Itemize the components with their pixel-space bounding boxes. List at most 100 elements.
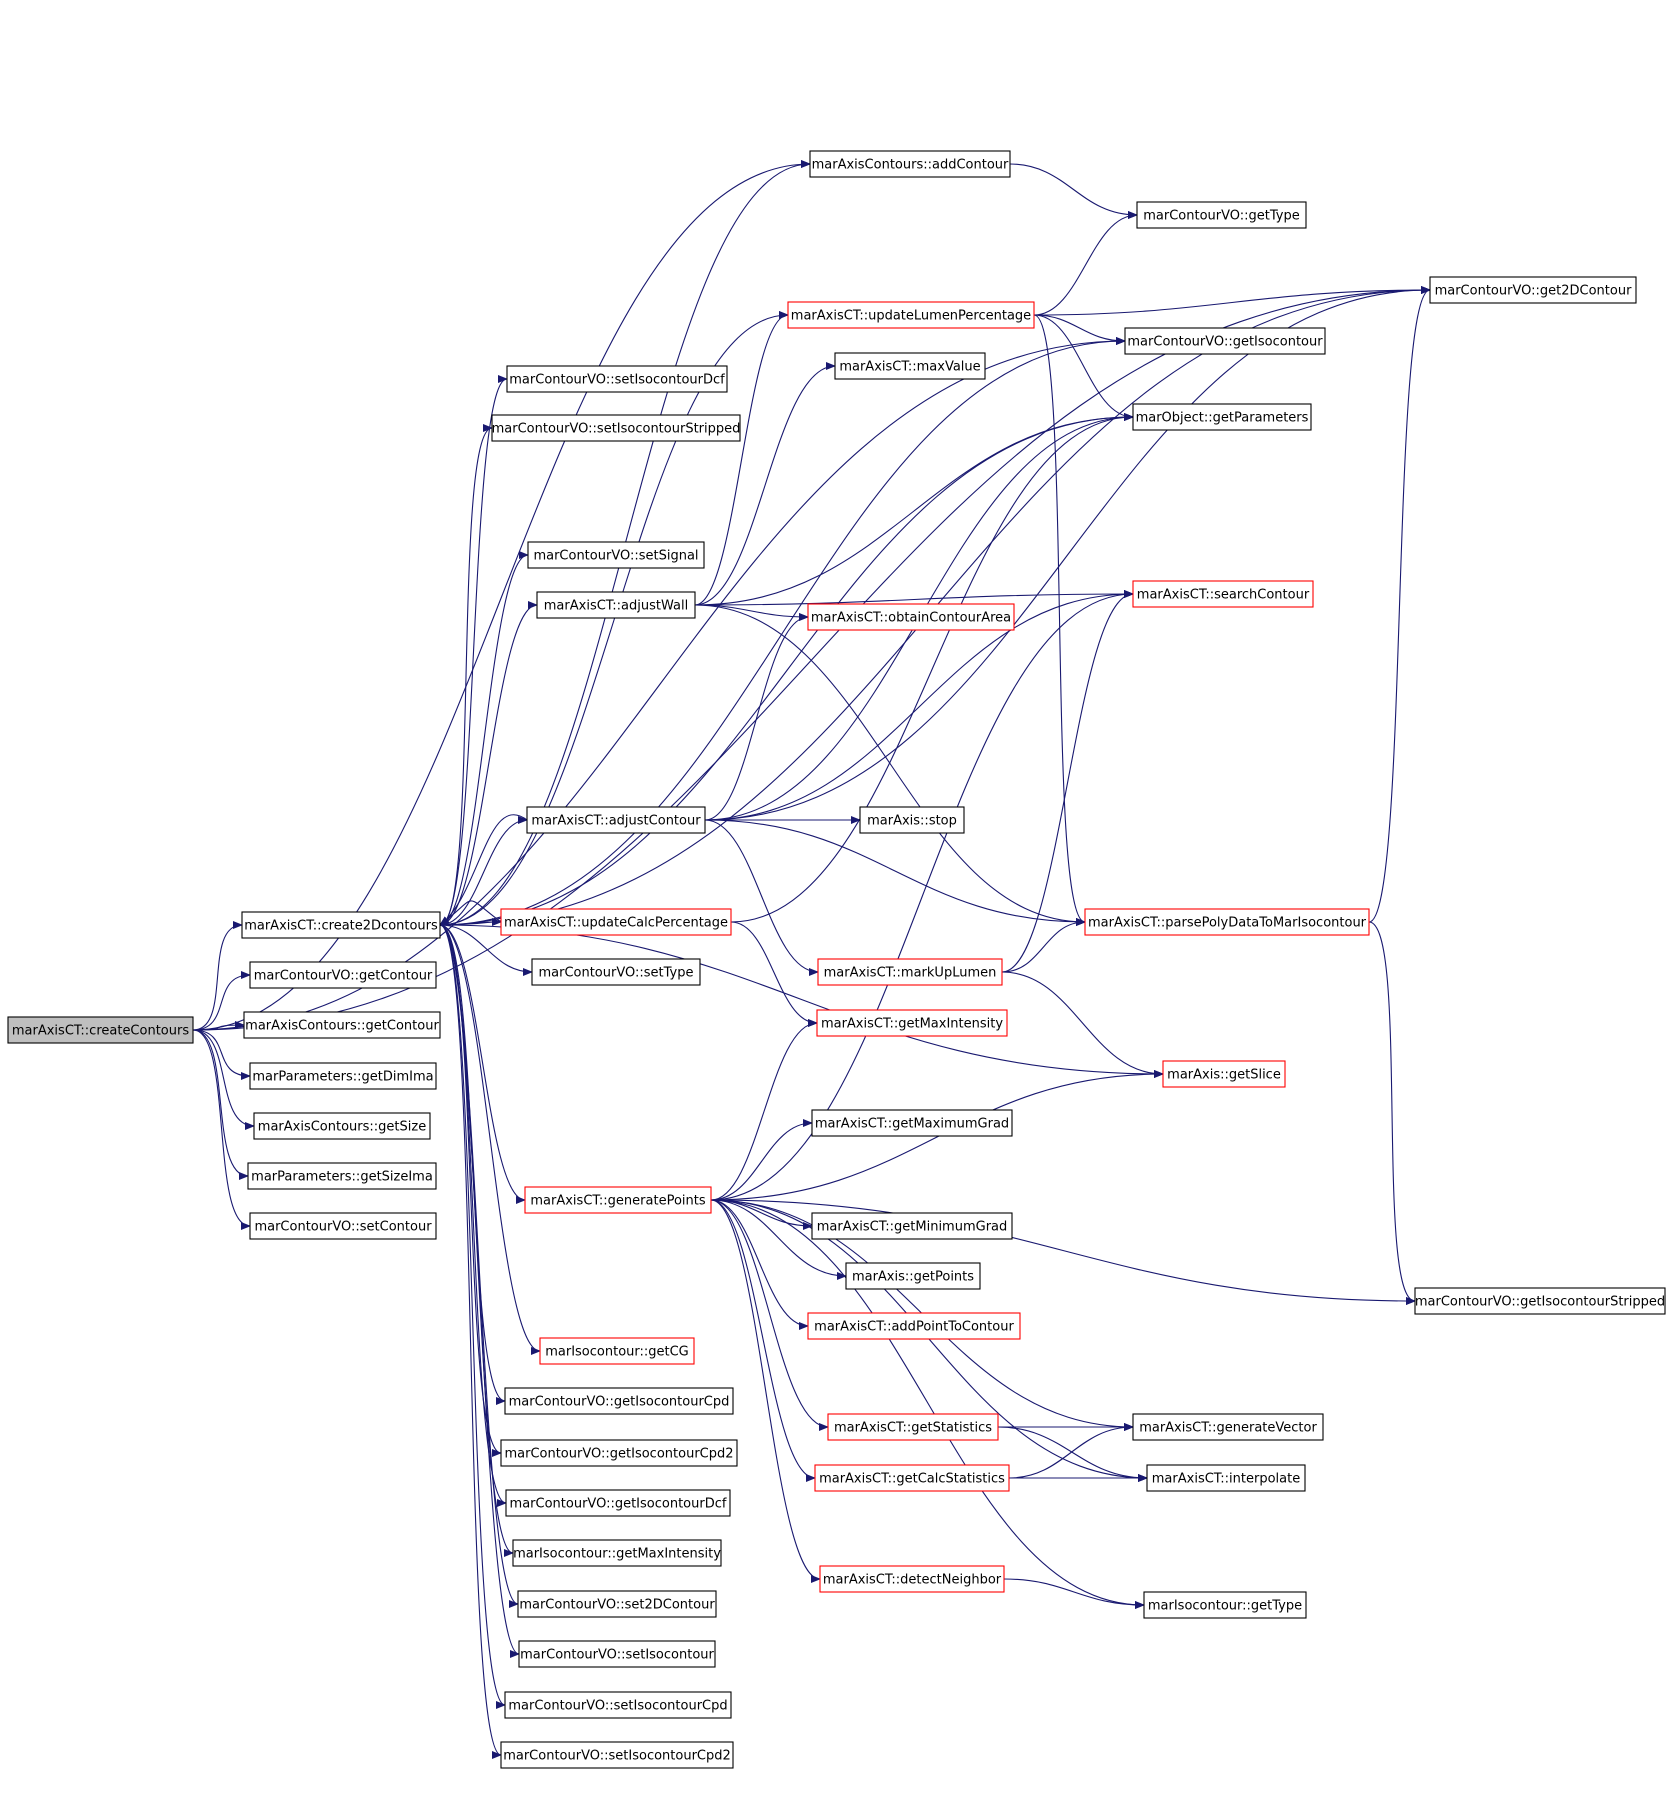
node-box-parsePolyData[interactable] <box>1084 908 1370 936</box>
node-createContours[interactable]: marAxisCT::createContours <box>7 1016 194 1044</box>
node-getStatistics[interactable]: marAxisCT::getStatistics <box>827 1413 999 1441</box>
node-box-stop[interactable] <box>859 806 965 834</box>
node-generateVector[interactable]: marAxisCT::generateVector <box>1132 1413 1324 1441</box>
node-getIsocontourCpd2[interactable]: marContourVO::getIsocontourCpd2 <box>500 1439 738 1467</box>
node-getSlice[interactable]: marAxis::getSlice <box>1162 1060 1286 1088</box>
node-maxValue[interactable]: marAxisCT::maxValue <box>834 352 986 380</box>
node-box-addContour[interactable] <box>809 150 1011 178</box>
node-box-getIsocontourCpd2[interactable] <box>500 1439 738 1467</box>
node-setIsocontourCpd2[interactable]: marContourVO::setIsocontourCpd2 <box>500 1741 734 1769</box>
node-setIsocontourStripped[interactable]: marContourVO::setIsocontourStripped <box>491 414 741 442</box>
node-box-getCalcStatistics[interactable] <box>814 1464 1010 1492</box>
node-parsePolyData[interactable]: marAxisCT::parsePolyDataToMarIsocontour <box>1084 908 1370 936</box>
node-searchContour[interactable]: marAxisCT::searchContour <box>1132 580 1314 608</box>
node-box-getParameters[interactable] <box>1132 403 1312 431</box>
node-adjustWall[interactable]: marAxisCT::adjustWall <box>536 591 696 619</box>
node-iso_getType[interactable]: marIsocontour::getType <box>1143 1591 1307 1619</box>
node-getIsocontourCpd[interactable]: marContourVO::getIsocontourCpd <box>504 1387 734 1415</box>
node-getDimIma[interactable]: marParameters::getDimIma <box>249 1062 437 1090</box>
node-box-updateCalcPercentage[interactable] <box>500 908 732 936</box>
node-box-getStatistics[interactable] <box>827 1413 999 1441</box>
node-getCalcStatistics[interactable]: marAxisCT::getCalcStatistics <box>814 1464 1010 1492</box>
node-box-setContour[interactable] <box>249 1212 437 1240</box>
node-box-setIsocontourStripped[interactable] <box>491 414 741 442</box>
node-updateLumenPercentage[interactable]: marAxisCT::updateLumenPercentage <box>787 301 1035 329</box>
node-box-generateVector[interactable] <box>1132 1413 1324 1441</box>
node-box-searchContour[interactable] <box>1132 580 1314 608</box>
node-box-adjustContour[interactable] <box>526 806 706 834</box>
node-getMaxIntensityCT[interactable]: marAxisCT::getMaxIntensity <box>816 1009 1008 1037</box>
node-box-adjustWall[interactable] <box>536 591 696 619</box>
node-create2Dcontours[interactable]: marAxisCT::create2Dcontours <box>241 911 441 939</box>
node-box-getMaxIntensityCT[interactable] <box>816 1009 1008 1037</box>
node-get2DContour[interactable]: marContourVO::get2DContour <box>1429 276 1637 304</box>
node-box-markUpLumen[interactable] <box>817 958 1003 986</box>
node-box-getIsocontourStripped[interactable] <box>1414 1287 1666 1315</box>
node-box-vo_getContour[interactable] <box>249 961 437 989</box>
node-box-obtainContourArea[interactable] <box>807 603 1015 631</box>
node-getIsocontour[interactable]: marContourVO::getIsocontour <box>1124 327 1326 355</box>
node-box-detectNeighbor[interactable] <box>819 1565 1005 1593</box>
node-box-getMinimumGrad[interactable] <box>811 1212 1013 1240</box>
node-box-getType[interactable] <box>1136 201 1307 229</box>
node-box-get2DContour[interactable] <box>1429 276 1637 304</box>
node-box-createContours[interactable] <box>7 1016 194 1044</box>
node-getSizeIma[interactable]: marParameters::getSizeIma <box>247 1162 437 1190</box>
node-box-addPointToContour[interactable] <box>807 1312 1021 1340</box>
node-set2DContour[interactable]: marContourVO::set2DContour <box>517 1590 717 1618</box>
node-iso_getMaxIntensity[interactable]: marIsocontour::getMaxIntensity <box>512 1539 722 1567</box>
node-box-updateLumenPercentage[interactable] <box>787 301 1035 329</box>
node-vo_getContour[interactable]: marContourVO::getContour <box>249 961 437 989</box>
node-obtainContourArea[interactable]: marAxisCT::obtainContourArea <box>807 603 1015 631</box>
node-box-setSignal[interactable] <box>527 541 705 569</box>
node-box-getCG[interactable] <box>539 1337 695 1365</box>
node-box-ac_getSize[interactable] <box>253 1112 431 1140</box>
node-ac_getContour[interactable]: marAxisContours::getContour <box>243 1011 441 1039</box>
node-box-getIsocontourDcf[interactable] <box>505 1489 731 1517</box>
node-getPoints[interactable]: marAxis::getPoints <box>845 1262 981 1290</box>
node-getType[interactable]: marContourVO::getType <box>1136 201 1307 229</box>
node-markUpLumen[interactable]: marAxisCT::markUpLumen <box>817 958 1003 986</box>
node-box-generatePoints[interactable] <box>524 1186 712 1214</box>
node-box-setIsocontourCpd2[interactable] <box>500 1741 734 1769</box>
node-setContour[interactable]: marContourVO::setContour <box>249 1212 437 1240</box>
node-box-getIsocontourCpd[interactable] <box>504 1387 734 1415</box>
node-box-maxValue[interactable] <box>834 352 986 380</box>
node-box-iso_getType[interactable] <box>1143 1591 1307 1619</box>
node-addContour[interactable]: marAxisContours::addContour <box>809 150 1011 178</box>
node-ac_getSize[interactable]: marAxisContours::getSize <box>253 1112 431 1140</box>
node-generatePoints[interactable]: marAxisCT::generatePoints <box>524 1186 712 1214</box>
node-getIsocontourStripped[interactable]: marContourVO::getIsocontourStripped <box>1414 1287 1666 1315</box>
node-setIsocontour[interactable]: marContourVO::setIsocontour <box>518 1640 716 1668</box>
node-box-getDimIma[interactable] <box>249 1062 437 1090</box>
node-box-setIsocontour[interactable] <box>518 1640 716 1668</box>
node-box-getSlice[interactable] <box>1162 1060 1286 1088</box>
node-box-setIsocontourCpd[interactable] <box>504 1691 732 1719</box>
node-box-set2DContour[interactable] <box>517 1590 717 1618</box>
node-stop[interactable]: marAxis::stop <box>859 806 965 834</box>
node-box-getMaximumGrad[interactable] <box>811 1109 1013 1137</box>
node-setSignal[interactable]: marContourVO::setSignal <box>527 541 705 569</box>
node-setIsocontourCpd[interactable]: marContourVO::setIsocontourCpd <box>504 1691 732 1719</box>
node-box-getIsocontour[interactable] <box>1124 327 1326 355</box>
node-getParameters[interactable]: marObject::getParameters <box>1132 403 1312 431</box>
node-box-iso_getMaxIntensity[interactable] <box>512 1539 722 1567</box>
node-getMinimumGrad[interactable]: marAxisCT::getMinimumGrad <box>811 1212 1013 1240</box>
node-box-getPoints[interactable] <box>845 1262 981 1290</box>
node-detectNeighbor[interactable]: marAxisCT::detectNeighbor <box>819 1565 1005 1593</box>
node-box-interpolate[interactable] <box>1146 1464 1306 1492</box>
node-getIsocontourDcf[interactable]: marContourVO::getIsocontourDcf <box>505 1489 731 1517</box>
node-interpolate[interactable]: marAxisCT::interpolate <box>1146 1464 1306 1492</box>
node-setType[interactable]: marContourVO::setType <box>531 958 701 986</box>
node-box-setIsocontourDcf[interactable] <box>506 365 728 393</box>
node-getCG[interactable]: marIsocontour::getCG <box>539 1337 695 1365</box>
node-box-setType[interactable] <box>531 958 701 986</box>
node-addPointToContour[interactable]: marAxisCT::addPointToContour <box>807 1312 1021 1340</box>
node-adjustContour[interactable]: marAxisCT::adjustContour <box>526 806 706 834</box>
node-box-ac_getContour[interactable] <box>243 1011 441 1039</box>
node-box-getSizeIma[interactable] <box>247 1162 437 1190</box>
node-setIsocontourDcf[interactable]: marContourVO::setIsocontourDcf <box>506 365 728 393</box>
node-updateCalcPercentage[interactable]: marAxisCT::updateCalcPercentage <box>500 908 732 936</box>
node-box-create2Dcontours[interactable] <box>241 911 441 939</box>
node-getMaximumGrad[interactable]: marAxisCT::getMaximumGrad <box>811 1109 1013 1137</box>
